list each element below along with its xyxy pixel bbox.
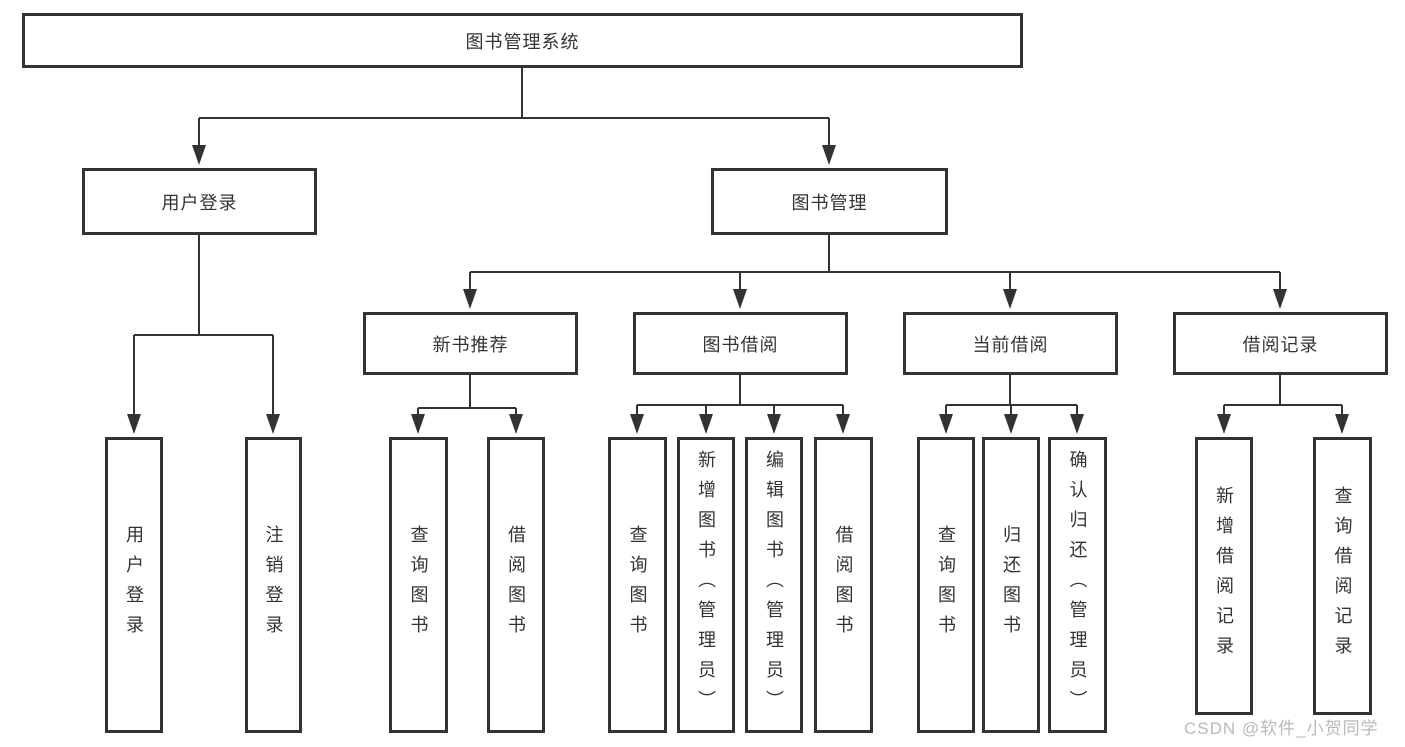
connector-records-to-leaves xyxy=(1217,375,1349,434)
node-new-book-recommend: 新书推荐 xyxy=(363,312,578,375)
node-book-management: 图书管理 xyxy=(711,168,948,235)
node-user-login: 用户登录 xyxy=(82,168,317,235)
node-label: 图书管理系统 xyxy=(465,31,580,52)
connector-current-borrow-to-leaves xyxy=(939,375,1084,434)
node-current-borrow: 当前借阅 xyxy=(903,312,1118,375)
connector-user-login-to-leaves xyxy=(127,235,280,434)
node-label: 查询图书 xyxy=(408,525,429,645)
leaf-borrow-books: 借阅图书 xyxy=(814,437,873,733)
leaf-query-borrow-record: 查询借阅记录 xyxy=(1313,437,1372,715)
connector-book-mgmt-to-level3 xyxy=(463,235,1287,309)
node-label: 新书推荐 xyxy=(432,334,509,355)
node-label: 查询图书 xyxy=(627,525,648,645)
node-label: 归还图书 xyxy=(1001,525,1021,645)
leaf-query-books-current: 查询图书 xyxy=(917,437,975,733)
node-book-borrow: 图书借阅 xyxy=(633,312,848,375)
node-root-library-system: 图书管理系统 xyxy=(22,13,1023,68)
node-label: 新增图书（管理员） xyxy=(696,450,716,720)
node-label: 用户登录 xyxy=(161,192,238,213)
leaf-add-borrow-record: 新增借阅记录 xyxy=(1195,437,1253,715)
csdn-watermark: CSDN @软件_小贺同学 xyxy=(1184,719,1379,738)
leaf-edit-book-admin: 编辑图书（管理员） xyxy=(745,437,803,733)
node-label: 图书借阅 xyxy=(702,334,779,355)
node-label: 新增借阅记录 xyxy=(1214,486,1234,666)
leaf-add-book-admin: 新增图书（管理员） xyxy=(677,437,735,733)
leaf-logout: 注销登录 xyxy=(245,437,302,733)
node-label: 当前借阅 xyxy=(972,334,1049,355)
leaf-user-login: 用户登录 xyxy=(105,437,163,733)
leaf-return-books: 归还图书 xyxy=(982,437,1040,733)
leaf-borrow-books-recommend: 借阅图书 xyxy=(487,437,545,733)
connector-newbook-to-leaves xyxy=(411,375,523,434)
node-label: 查询借阅记录 xyxy=(1332,486,1353,666)
connector-root-to-level2 xyxy=(192,68,836,165)
connector-book-borrow-to-leaves xyxy=(630,375,850,434)
node-label: 借阅图书 xyxy=(833,525,854,645)
node-label: 借阅记录 xyxy=(1242,334,1319,355)
node-label: 图书管理 xyxy=(791,192,868,213)
node-borrow-records: 借阅记录 xyxy=(1173,312,1388,375)
node-label: 确认归还（管理员） xyxy=(1067,450,1088,720)
node-label: 用户登录 xyxy=(124,525,144,645)
node-label: 注销登录 xyxy=(263,525,284,645)
node-label: 编辑图书（管理员） xyxy=(764,450,784,720)
node-label: 借阅图书 xyxy=(506,525,526,645)
leaf-confirm-return-admin: 确认归还（管理员） xyxy=(1048,437,1107,733)
leaf-query-books-recommend: 查询图书 xyxy=(389,437,448,733)
leaf-query-books-borrow: 查询图书 xyxy=(608,437,667,733)
node-label: 查询图书 xyxy=(936,525,956,645)
